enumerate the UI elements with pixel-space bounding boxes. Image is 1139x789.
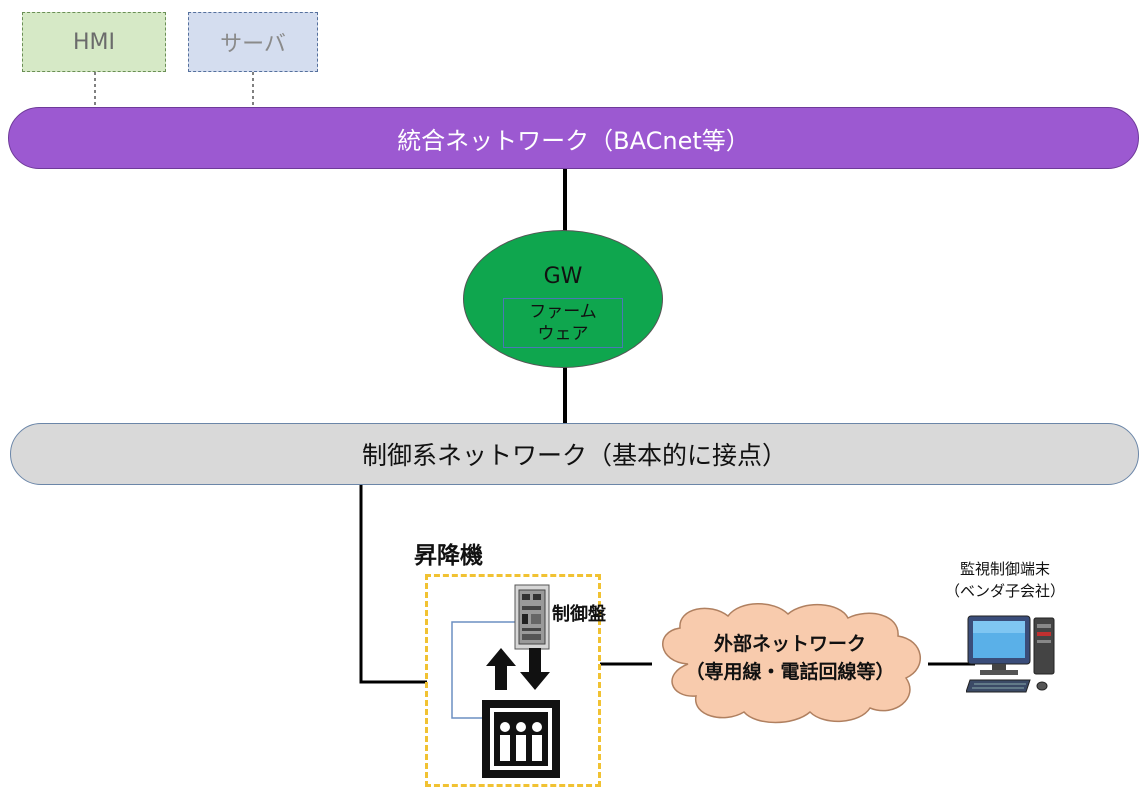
external-network-cloud: [662, 603, 922, 724]
up-down-arrows-icon: [486, 648, 550, 690]
control-network-label: 制御系ネットワーク（基本的に接点）: [361, 441, 787, 470]
terminal-label: 監視制御端末 （ベンダ子会社）: [900, 558, 1110, 602]
firmware-label-line1: ファーム: [529, 302, 597, 322]
terminal-label-line1: 監視制御端末: [959, 560, 1050, 578]
firmware-label-line2: ウェア: [537, 324, 589, 344]
control-panel-icon: [514, 584, 550, 650]
server-box: サーバ: [188, 12, 318, 72]
elevator-group-box: [425, 574, 601, 787]
hmi-box: HMI: [22, 12, 166, 72]
firmware-box: ファーム ウェア: [503, 298, 623, 348]
external-network-label: 外部ネットワーク （専用線・電話回線等）: [640, 630, 940, 686]
integrated-network-bar: 統合ネットワーク（BACnet等）: [8, 107, 1139, 169]
external-network-line2: （専用線・電話回線等）: [685, 661, 895, 683]
control-panel-label: 制御盤: [552, 604, 606, 625]
computer-terminal-icon: [966, 615, 1055, 693]
external-network-line1: 外部ネットワーク: [713, 633, 866, 655]
gateway-label: GW: [543, 264, 583, 289]
server-label: サーバ: [220, 32, 286, 57]
control-network-bar: 制御系ネットワーク（基本的に接点）: [10, 423, 1139, 485]
integrated-network-label: 統合ネットワーク（BACnet等）: [397, 126, 750, 155]
elevator-title: 昇降機: [414, 543, 483, 569]
terminal-label-line2: （ベンダ子会社）: [944, 582, 1065, 600]
hmi-label: HMI: [72, 29, 115, 55]
elevator-icon: [482, 700, 560, 778]
gateway-node: [463, 230, 663, 368]
